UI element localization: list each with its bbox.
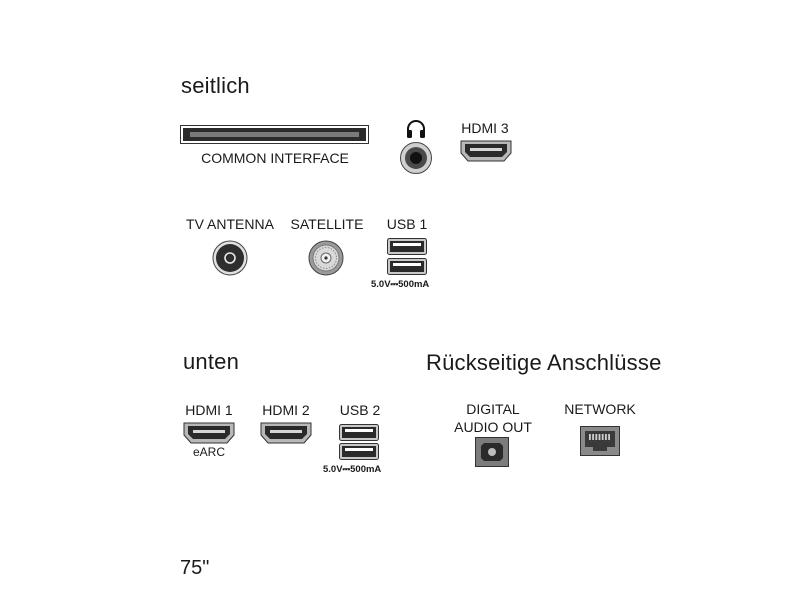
- usb2-spec: 5.0V⎓500mA: [323, 464, 382, 475]
- digital-audio-label-line2: AUDIO OUT: [454, 419, 532, 435]
- digital-audio-port: [475, 437, 509, 467]
- satellite-port: [308, 240, 344, 276]
- digital-audio-label-line1: DIGITAL: [466, 401, 520, 417]
- headphone-jack: [399, 141, 433, 175]
- usb2-port-bottom: [339, 443, 379, 460]
- usb1-port-top: [387, 238, 427, 255]
- common-interface-slot: [180, 125, 370, 145]
- network-port: [580, 426, 620, 456]
- rear-section-title: Rückseitige Anschlüsse: [426, 350, 662, 375]
- hdmi3-port: [460, 140, 512, 162]
- hdmi1-label: HDMI 1: [185, 402, 233, 418]
- hdmi1-port: [183, 422, 235, 444]
- usb1-spec: 5.0V⎓500mA: [371, 279, 430, 290]
- usb1-port-bottom: [387, 258, 427, 275]
- common-interface-label: COMMON INTERFACE: [201, 150, 349, 166]
- hdmi1-earc-label: eARC: [192, 445, 225, 459]
- usb2-port-top: [339, 424, 379, 441]
- usb1-label: USB 1: [386, 216, 428, 232]
- tv-size-label: 75": [180, 557, 210, 579]
- hdmi2-label: HDMI 2: [262, 402, 310, 418]
- side-section-title: seitlich: [181, 73, 250, 98]
- bottom-section-title: unten: [183, 349, 240, 374]
- tv-antenna-label: TV ANTENNA: [186, 216, 274, 232]
- satellite-label: SATELLITE: [290, 216, 364, 232]
- usb2-label: USB 2: [339, 402, 381, 418]
- hdmi2-port: [260, 422, 312, 444]
- hdmi3-label: HDMI 3: [461, 120, 509, 136]
- headphones-icon: [405, 119, 427, 144]
- network-label: NETWORK: [564, 401, 636, 417]
- tv-antenna-port: [212, 240, 248, 276]
